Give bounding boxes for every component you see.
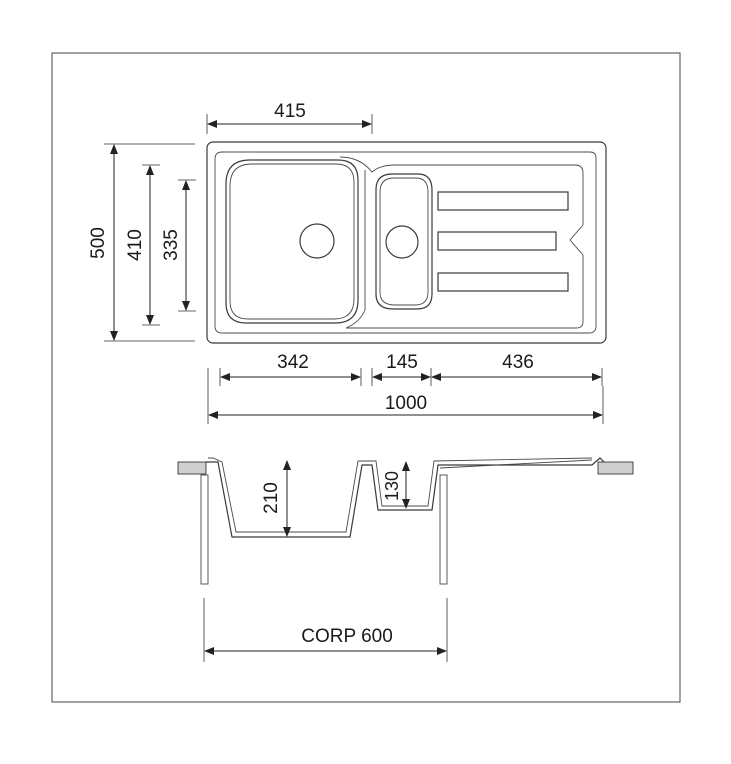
countertop-left (177, 461, 207, 475)
cabinet-label: CORP 600 (301, 626, 393, 647)
main-bowl (225, 159, 359, 324)
sink-section-view (177, 457, 634, 585)
dimension-label-410: 410 (125, 229, 146, 261)
secondary-bowl (375, 173, 433, 310)
main-drain-icon (299, 223, 335, 259)
dimension-total-length: 1000 (207, 368, 604, 424)
sink-top-view (206, 141, 607, 344)
dimension-drainer-width: 436 (431, 352, 603, 386)
dimension-label-145: 145 (386, 352, 418, 373)
dimension-overall-depth: 500 (88, 143, 195, 342)
dimension-label-130: 130 (382, 471, 402, 501)
drawing-frame (51, 52, 681, 703)
dimension-bowl-depth-inner: 335 (161, 179, 196, 312)
dimension-bowl-depth-outer: 410 (125, 164, 160, 326)
dimension-label-210: 210 (261, 482, 282, 514)
dimension-overall-width: 415 (206, 101, 373, 134)
dimension-label-1000: 1000 (385, 393, 427, 414)
dimension-label-415: 415 (274, 101, 306, 122)
dimension-label-436: 436 (502, 352, 534, 373)
dimension-label-342: 342 (277, 352, 309, 373)
dimension-secondary-bowl-width: 145 (371, 352, 432, 386)
dimension-cabinet-width: CORP 600 (203, 598, 448, 662)
cabinet-panel-left (200, 474, 209, 585)
dimension-label-335: 335 (161, 229, 182, 261)
dimension-bowl-width: 342 (219, 352, 362, 386)
dimension-label-500: 500 (88, 227, 109, 259)
drainer-grooves (437, 191, 569, 292)
dimension-main-bowl-depth: 210 (261, 460, 291, 537)
secondary-drain-icon (385, 225, 419, 259)
cabinet-panel-right (439, 474, 448, 585)
countertop-right (597, 461, 634, 475)
dimension-secondary-bowl-depth: 130 (382, 461, 410, 509)
